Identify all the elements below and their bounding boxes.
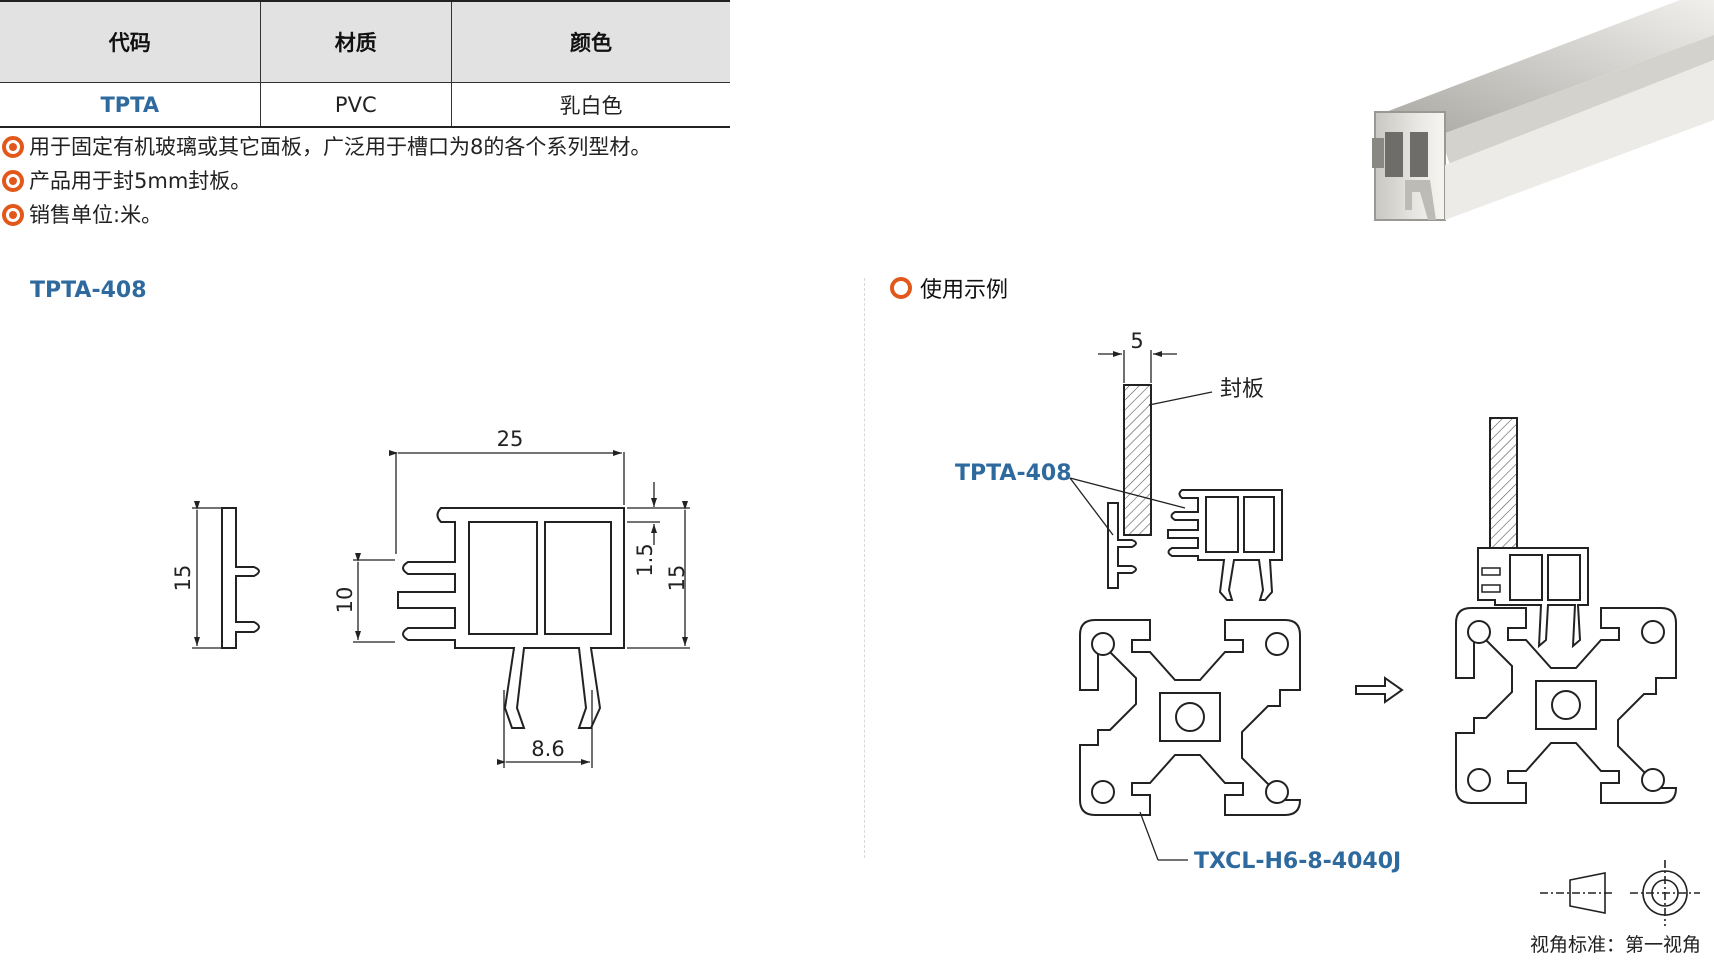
dim-lip: 1.5 bbox=[633, 543, 657, 576]
list-item: 销售单位:米。 bbox=[2, 198, 651, 232]
usage-before: 5 封板 TPTA-408 TXCL-H6-8-4040J bbox=[955, 329, 1401, 874]
cell-material: PVC bbox=[259, 82, 452, 128]
usage-panel-label: 封板 bbox=[1220, 377, 1264, 402]
feature-list: 用于固定有机玻璃或其它面板，广泛用于槽口为8的各个系列型材。 产品用于封5mm封… bbox=[2, 130, 651, 232]
dim-width: 25 bbox=[497, 427, 524, 451]
list-item: 用于固定有机玻璃或其它面板，广泛用于槽口为8的各个系列型材。 bbox=[2, 130, 651, 164]
section-ring-icon bbox=[890, 277, 912, 299]
dim-leg-gap: 8.6 bbox=[531, 737, 564, 761]
projection-symbol-icon bbox=[1540, 860, 1700, 926]
usage-after bbox=[1455, 417, 1678, 804]
header-color: 颜色 bbox=[450, 0, 730, 83]
bullet-ring-icon bbox=[2, 170, 24, 192]
clip-side-view bbox=[221, 507, 260, 649]
cell-color: 乳白色 bbox=[450, 82, 730, 128]
dim-slot-height: 10 bbox=[333, 587, 357, 614]
cell-code: TPTA bbox=[0, 82, 261, 128]
arrow-right-icon bbox=[1355, 676, 1404, 704]
section-divider bbox=[864, 278, 865, 858]
header-material: 材质 bbox=[259, 0, 452, 83]
table-row: TPTA PVC 乳白色 bbox=[0, 82, 730, 128]
usage-section-title: 使用示例 bbox=[890, 272, 1008, 304]
bullet-ring-icon bbox=[2, 204, 24, 226]
usage-profile-label: TXCL-H6-8-4040J bbox=[1194, 849, 1401, 874]
usage-panel-thickness: 5 bbox=[1130, 329, 1143, 353]
model-label: TPTA-408 bbox=[30, 278, 147, 303]
spec-table: 代码 材质 颜色 TPTA PVC 乳白色 bbox=[0, 0, 730, 128]
bullet-ring-icon bbox=[2, 136, 24, 158]
spec-table-header: 代码 材质 颜色 bbox=[0, 0, 730, 83]
view-standard-label: 视角标准：第一视角 bbox=[1530, 934, 1702, 956]
usage-part-label: TPTA-408 bbox=[955, 461, 1072, 486]
dim-height-left: 15 bbox=[171, 565, 195, 592]
list-item: 产品用于封5mm封板。 bbox=[2, 164, 651, 198]
product-photo bbox=[1372, 0, 1714, 221]
dim-height-right: 15 bbox=[665, 565, 689, 592]
header-code: 代码 bbox=[0, 0, 261, 83]
main-cross-section bbox=[397, 507, 625, 729]
